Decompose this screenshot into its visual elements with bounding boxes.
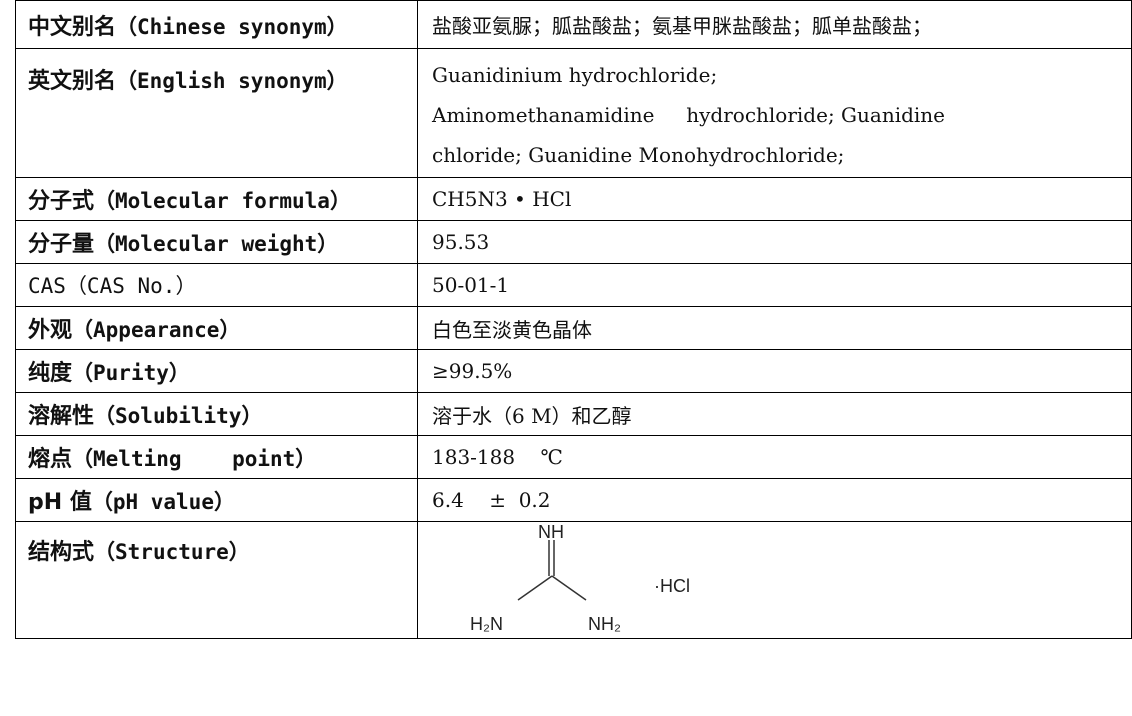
row-value-melting-point: 183-188 ℃	[417, 435, 1132, 479]
table-row: 溶解性（Solubility） 溶于水（6 M）和乙醇	[15, 392, 1132, 436]
row-label-solubility: 溶解性（Solubility）	[15, 392, 418, 436]
row-label-appearance: 外观（Appearance）	[15, 306, 418, 350]
row-value-molecular-formula: CH5N3 • HCl	[417, 177, 1132, 221]
property-table: 中文别名（Chinese synonym） 盐酸亚氨脲；胍盐酸盐；氨基甲脒盐酸盐…	[15, 0, 1132, 639]
single-bond-right	[551, 575, 587, 601]
table-row: 熔点（Melting point） 183-188 ℃	[15, 435, 1132, 479]
group-left: H₂N	[470, 614, 503, 634]
synonym-line: chloride; Guanidine Monohydrochloride;	[432, 143, 845, 167]
table-row: CAS（CAS No.） 50-01-1	[15, 263, 1132, 307]
synonym-line: Guanidinium hydrochloride;	[432, 63, 718, 87]
row-label-cas: CAS（CAS No.）	[15, 263, 418, 307]
row-value-purity: ≥99.5%	[417, 349, 1132, 393]
synonym-line: Aminomethanamidine hydrochloride; Guanid…	[432, 103, 946, 127]
table-row: 结构式（Structure） NH H₂N NH₂ ·HCl	[15, 521, 1132, 639]
table-row: pH 值（pH value） 6.4 ± 0.2	[15, 478, 1132, 522]
row-value-structure: NH H₂N NH₂ ·HCl	[417, 521, 1132, 639]
guanidine-structure-figure: NH H₂N NH₂ ·HCl	[470, 522, 690, 635]
salt-hcl: ·HCl	[654, 576, 690, 596]
property-sheet: 中文别名（Chinese synonym） 盐酸亚氨脲；胍盐酸盐；氨基甲脒盐酸盐…	[15, 0, 1132, 639]
single-bond-left	[517, 575, 553, 601]
group-top: NH	[538, 522, 564, 542]
row-value-solubility: 溶于水（6 M）和乙醇	[417, 392, 1132, 436]
structure-diagram: NH H₂N NH₂ ·HCl	[419, 523, 1131, 635]
row-label-chinese-synonym: 中文别名（Chinese synonym）	[15, 0, 418, 49]
row-label-english-synonym: 英文别名（English synonym）	[15, 48, 418, 178]
row-value-ph-value: 6.4 ± 0.2	[417, 478, 1132, 522]
row-label-ph-value: pH 值（pH value）	[15, 478, 418, 522]
table-row: 外观（Appearance） 白色至淡黄色晶体	[15, 306, 1132, 350]
row-label-molecular-weight: 分子量（Molecular weight）	[15, 220, 418, 264]
row-value-appearance: 白色至淡黄色晶体	[417, 306, 1132, 350]
row-value-molecular-weight: 95.53	[417, 220, 1132, 264]
table-row: 英文别名（English synonym） Guanidinium hydroc…	[15, 48, 1132, 178]
row-label-melting-point: 熔点（Melting point）	[15, 435, 418, 479]
group-right: NH₂	[588, 614, 621, 634]
row-label-purity: 纯度（Purity）	[15, 349, 418, 393]
row-value-english-synonym: Guanidinium hydrochloride; Aminomethanam…	[417, 48, 1132, 178]
table-row: 分子式（Molecular formula） CH5N3 • HCl	[15, 177, 1132, 221]
table-row: 分子量（Molecular weight） 95.53	[15, 220, 1132, 264]
row-label-structure: 结构式（Structure）	[15, 521, 418, 639]
row-label-molecular-formula: 分子式（Molecular formula）	[15, 177, 418, 221]
table-row: 中文别名（Chinese synonym） 盐酸亚氨脲；胍盐酸盐；氨基甲脒盐酸盐…	[15, 0, 1132, 49]
row-value-cas: 50-01-1	[417, 263, 1132, 307]
table-row: 纯度（Purity） ≥99.5%	[15, 349, 1132, 393]
row-value-chinese-synonym: 盐酸亚氨脲；胍盐酸盐；氨基甲脒盐酸盐；胍单盐酸盐；	[417, 0, 1132, 49]
